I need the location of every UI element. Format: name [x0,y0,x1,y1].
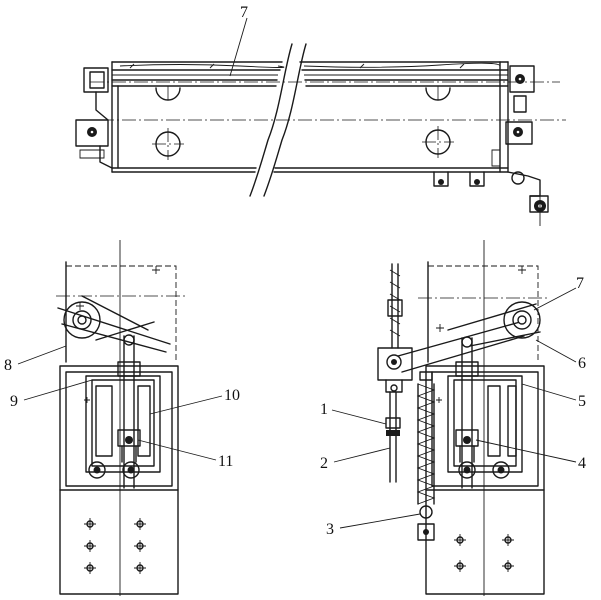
top-assembly-view [75,43,566,226]
left-mechanism-view [56,240,186,596]
callout-leader-11 [137,439,217,461]
callout-label-right-7: 7 [576,275,584,292]
callout-label-1: 1 [320,401,328,418]
callout-label-2: 2 [320,455,328,472]
callout-label-6: 6 [578,355,586,372]
callout-leader-5 [521,383,577,401]
callout-label-5: 5 [578,393,586,410]
callout-label-4: 4 [578,455,586,472]
mount-holes-right [454,534,514,572]
callout-label-3: 3 [326,521,334,538]
callout-leader-3 [339,513,421,529]
callout-leader-6 [535,339,577,363]
mount-holes-left [84,518,146,574]
callout-leader-right-7 [533,287,577,311]
callout-label-9: 9 [10,393,18,410]
callout-leader-top-7 [229,17,248,77]
callout-label-10: 10 [224,387,240,404]
right-mechanism-view [377,240,548,596]
callout-leader-1 [331,409,387,425]
callout-label-8: 8 [4,357,12,374]
callout-label-11: 11 [218,453,233,470]
callout-leader-2 [333,447,391,463]
callout-leader-4 [475,439,577,463]
callout-leader-9 [23,379,93,401]
callout-leader-10 [149,395,223,415]
callout-leader-8 [17,345,67,365]
callout-label-top-7: 7 [240,4,248,21]
